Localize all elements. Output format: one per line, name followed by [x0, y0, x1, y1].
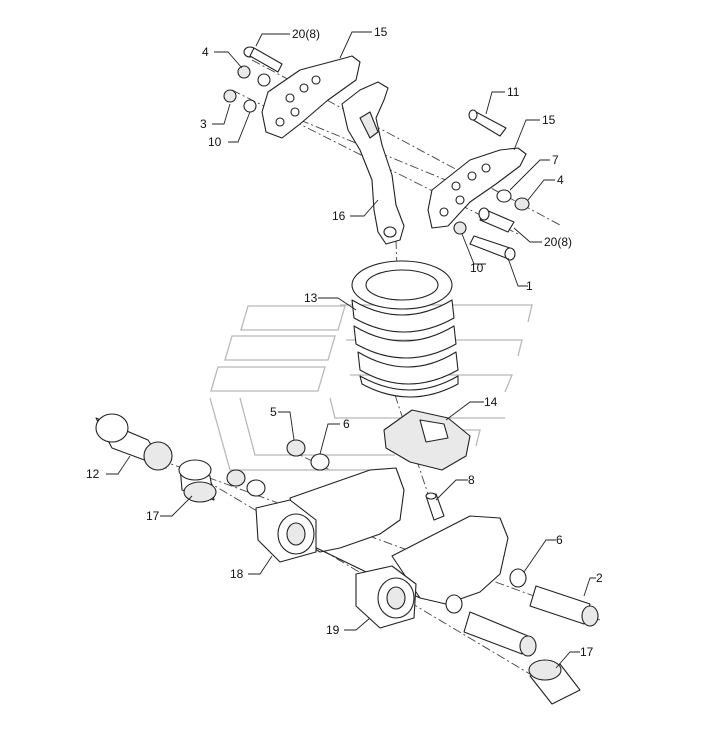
callout-10-right: 10 — [470, 261, 484, 275]
washer-part-10-right — [453, 221, 467, 235]
callout-labels: 4 20(8) 15 3 10 11 15 7 4 16 20(8) 10 1 … — [86, 25, 603, 659]
nut-part-3 — [223, 89, 237, 103]
callout-16: 16 — [332, 209, 346, 223]
leader-lines — [106, 31, 596, 669]
bracket-part-15-right — [427, 147, 527, 229]
washer-part-4 — [237, 65, 251, 79]
spring-part-13 — [351, 260, 459, 398]
callout-6-center: 6 — [343, 417, 350, 431]
nut-part-4 — [514, 197, 530, 211]
callout-18: 18 — [230, 567, 244, 581]
callout-15-upper: 15 — [374, 25, 388, 39]
center-hardware — [226, 439, 330, 497]
callout-6-right: 6 — [556, 533, 563, 547]
bushing-part-17-left — [178, 459, 217, 503]
callout-2: 2 — [596, 571, 603, 585]
callout-4-right: 4 — [557, 173, 564, 187]
callout-7: 7 — [552, 153, 559, 167]
callout-13: 13 — [304, 291, 318, 305]
upper-left-hardware — [223, 46, 283, 113]
callout-17-right: 17 — [580, 645, 594, 659]
callout-14: 14 — [484, 395, 498, 409]
callout-17-left: 17 — [146, 509, 160, 523]
washer-lower — [445, 594, 463, 614]
callout-8: 8 — [468, 473, 475, 487]
bushing-part-17-right — [528, 659, 581, 705]
callout-5: 5 — [270, 405, 277, 419]
nut-part-5 — [286, 439, 306, 457]
washer-part-10 — [243, 99, 257, 113]
callout-15-right: 15 — [542, 113, 556, 127]
bolt-part-20-shank — [249, 47, 283, 73]
washer-part-6-right — [509, 568, 527, 588]
pin-part-11 — [468, 109, 507, 137]
washer-part-7 — [496, 189, 512, 203]
nut-left — [226, 469, 246, 487]
callout-10-upper: 10 — [208, 135, 222, 149]
callout-20-upper: 20(8) — [292, 27, 320, 41]
washer-part-6 — [310, 453, 330, 471]
pin-part-8 — [425, 492, 445, 521]
bolt-part-2 — [529, 585, 591, 625]
washer-left — [246, 479, 266, 497]
callout-3: 3 — [200, 117, 207, 131]
lower-right-hardware — [445, 568, 599, 657]
bushing-part-12 — [95, 413, 173, 471]
callout-19: 19 — [326, 623, 340, 637]
callout-4-upper: 4 — [202, 45, 209, 59]
callout-12: 12 — [86, 467, 100, 481]
callout-1: 1 — [526, 279, 533, 293]
bolt-lower — [463, 611, 529, 655]
arm-part-16 — [341, 81, 405, 245]
washer-part-4b — [257, 73, 271, 87]
boss-part-18 — [255, 499, 317, 563]
lower-frame — [289, 467, 509, 605]
bolt-part-1 — [469, 235, 511, 259]
boss-part-19 — [355, 565, 417, 629]
pad-part-14 — [383, 409, 471, 471]
callout-11: 11 — [507, 85, 520, 99]
upper-right-hardware — [453, 189, 530, 261]
bracket-part-15-left — [261, 55, 361, 139]
callout-20-right: 20(8) — [544, 235, 572, 249]
